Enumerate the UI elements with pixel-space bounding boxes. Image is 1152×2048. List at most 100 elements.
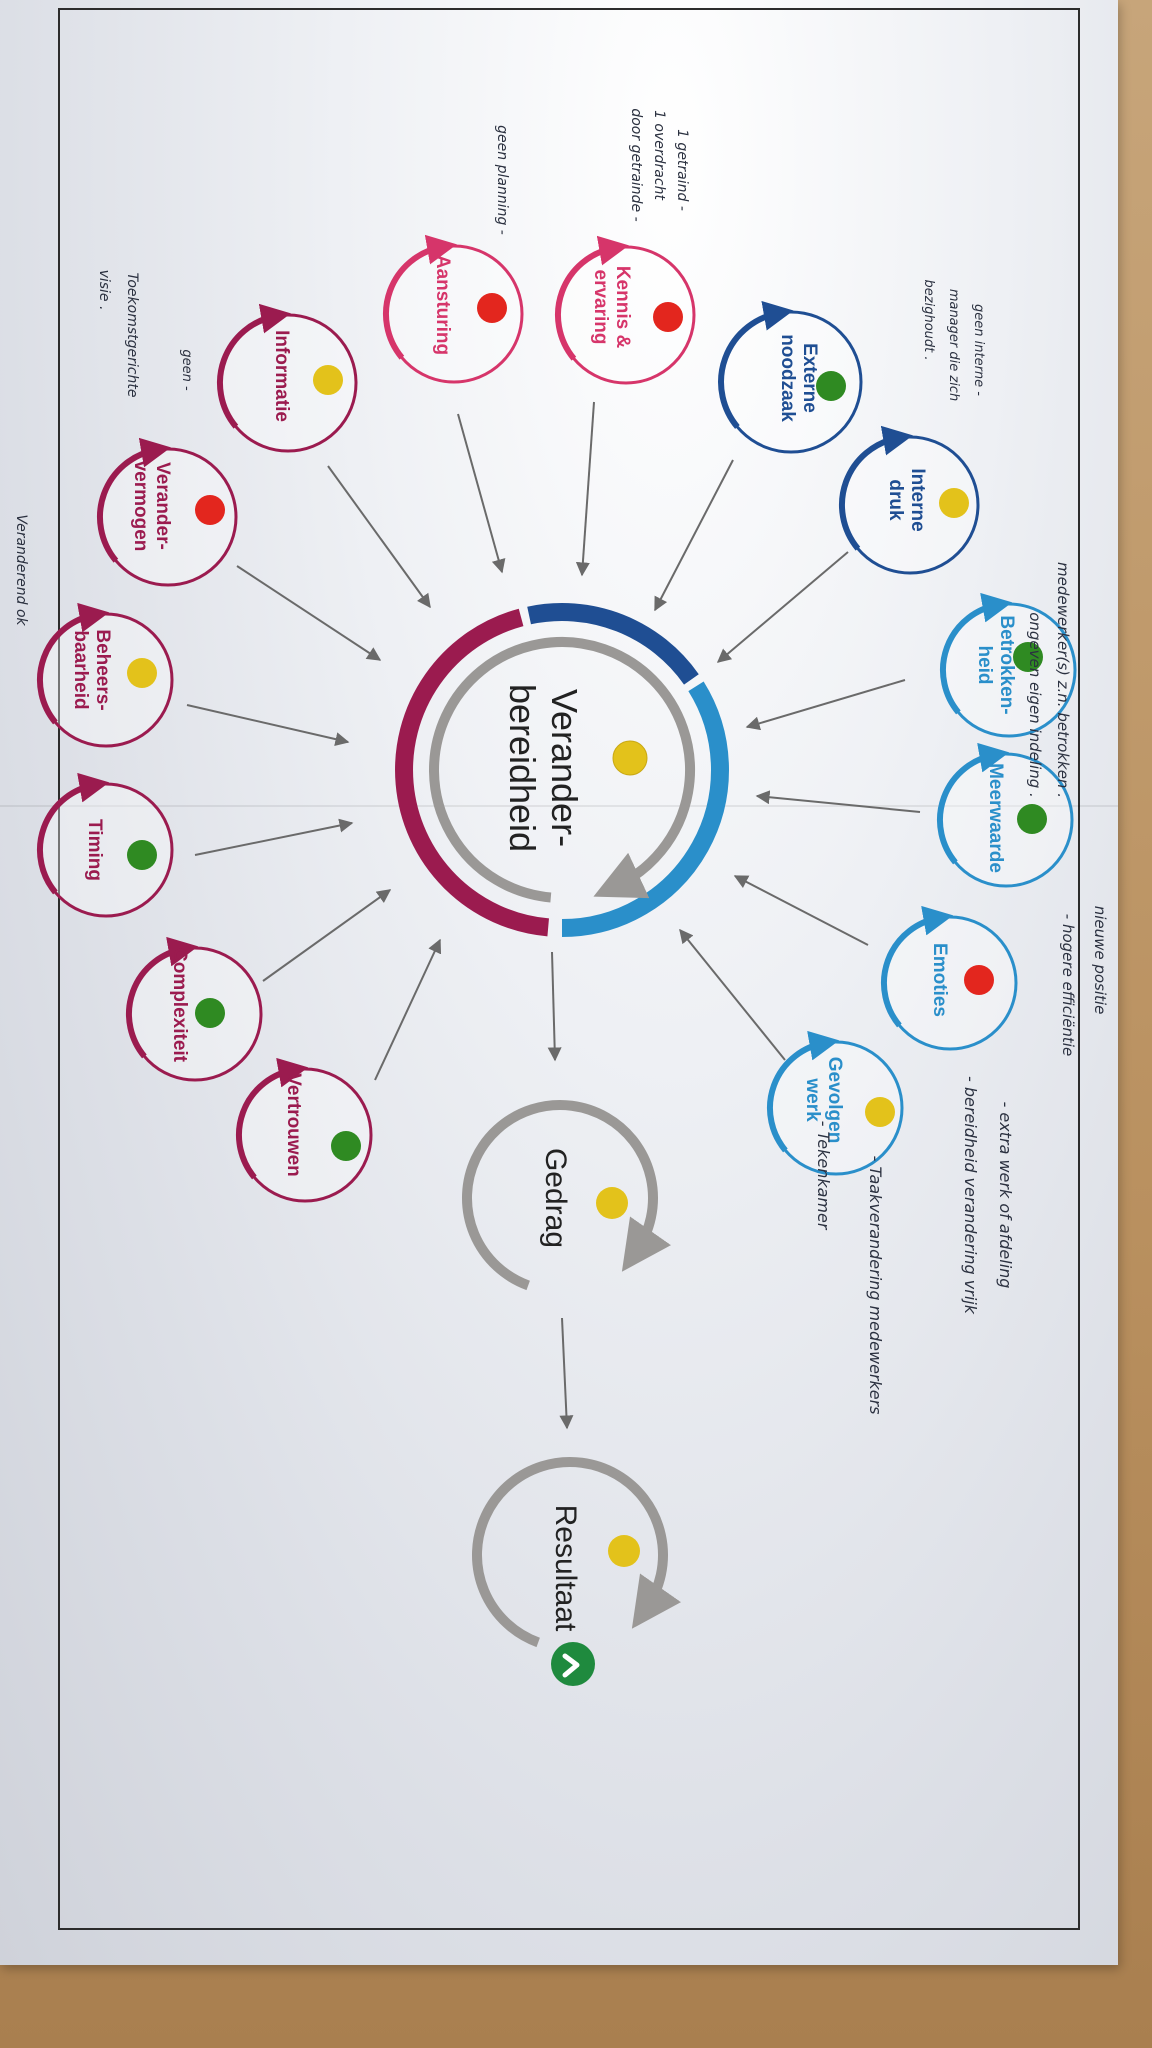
arrow-9 — [236, 565, 382, 661]
center-label-line2: bereidheid — [502, 684, 543, 852]
annotation-meerwaarde-1: nieuwe positie — [1091, 906, 1109, 1015]
arrow-0 — [654, 459, 734, 612]
node-label-emoties-0: Emoties — [929, 943, 950, 1017]
center-ring-lightblue — [561, 681, 729, 937]
status-dot-emoties — [964, 965, 994, 995]
annotation-kennis-1: 1 getraind - — [674, 129, 690, 211]
annotation-meerwaarde-2: - hogere efficiëntie — [1059, 914, 1077, 1056]
resultaat-ring — [472, 1457, 681, 1648]
annotation-top-2: ongeven eigen indeling . — [1026, 612, 1044, 798]
arrow-7 — [457, 413, 506, 574]
node-label-externe-noodzaak-1: noodzaak — [777, 334, 798, 422]
annotation-emoties-1: - extra werk of afdeling — [996, 1102, 1015, 1289]
center-verandereidheid-node: Verander- bereidheid — [395, 603, 729, 937]
node-label-beheersbaarheid-1: baarheid — [70, 630, 91, 709]
status-dot-informatie — [313, 365, 343, 395]
node-beheersbaarheid: Beheers-baarheid — [36, 602, 174, 748]
node-label-kennis-ervaring-1: ervaring — [590, 270, 611, 345]
annotation-kennis-2: 1 overdracht — [651, 110, 667, 200]
node-arrow-beheersbaarheid — [36, 602, 110, 725]
node-arrow-complexiteit — [125, 936, 199, 1059]
node-betrokkenheid: Betrokken-heid — [939, 592, 1077, 738]
gedrag-ring — [462, 1100, 671, 1291]
node-vertrouwen: Vertrouwen — [235, 1057, 373, 1203]
status-dot-gevolgen-werk — [865, 1097, 895, 1127]
arrow-4 — [733, 875, 869, 946]
node-label-aansturing-0: Aansturing — [432, 255, 453, 355]
status-dot-complexiteit — [195, 998, 225, 1028]
arrow-10 — [186, 704, 350, 747]
node-informatie: Informatie — [216, 303, 358, 453]
node-aansturing: Aansturing — [382, 234, 524, 384]
arrow-5 — [679, 928, 786, 1061]
node-arrow-vertrouwen — [235, 1057, 309, 1180]
resultaat-label: Resultaat — [549, 1505, 582, 1632]
arrow-11 — [194, 818, 354, 856]
annotation-vermogen-3: visie . — [96, 270, 112, 311]
node-arrow-betrokkenheid — [939, 592, 1013, 715]
node-kennis-ervaring: Kennis &ervaring — [554, 235, 696, 385]
node-label-externe-noodzaak-0: Externe — [799, 343, 820, 413]
resultaat-node: Resultaat — [472, 1457, 681, 1686]
arrow-2 — [745, 679, 906, 731]
center-label-line1: Verander- — [544, 689, 585, 847]
annotation-interne-3: bezighoudt . — [921, 280, 936, 361]
node-label-kennis-ervaring-0: Kennis & — [612, 266, 633, 349]
factor-nodes: ExternenoodzaakInternedrukBetrokken-heid… — [36, 234, 1077, 1203]
center-ring-blue — [527, 603, 699, 685]
node-arrow-timing — [36, 772, 110, 895]
node-arrow-gevolgen-werk — [766, 1030, 840, 1153]
gedrag-label: Gedrag — [539, 1148, 572, 1248]
node-arrow-verandervermogen — [96, 437, 171, 563]
node-arrow-informatie — [216, 303, 291, 429]
annotation-emoties-2: - bereidheid verandering vrijk — [961, 1076, 980, 1315]
annotation-vermogen-2: Toekomstgerichte — [124, 273, 140, 398]
poster-border — [58, 8, 1080, 1930]
annotation-vermogen-1: geen - — [179, 349, 194, 391]
node-label-betrokkenheid-1: heid — [974, 645, 995, 684]
center-status-dot — [612, 740, 648, 776]
arrow-6 — [575, 401, 595, 577]
node-label-informatie-0: Informatie — [271, 330, 292, 422]
arrow-15 — [559, 1317, 574, 1430]
status-dot-timing — [127, 840, 157, 870]
status-dot-beheersbaarheid — [127, 658, 157, 688]
node-arrow-kennis-ervaring — [554, 235, 629, 361]
annotation-interne-1: geen interne - — [971, 304, 986, 396]
status-dot-aansturing — [477, 293, 507, 323]
arrow-13 — [374, 938, 442, 1081]
node-arrow-aansturing — [382, 234, 457, 360]
node-label-interne-druk-0: Interne — [907, 468, 928, 531]
arrow-8 — [327, 465, 431, 609]
status-dot-kennis-ervaring — [653, 302, 683, 332]
arrow-12 — [262, 889, 392, 982]
node-label-complexiteit-0: Complexiteit — [169, 948, 190, 1063]
arrow-1 — [716, 551, 849, 663]
center-inner-grey-arrow — [429, 636, 695, 903]
node-arrow-interne-druk — [838, 425, 913, 551]
status-dot-interne-druk — [939, 488, 969, 518]
status-dot-vertrouwen — [331, 1131, 361, 1161]
node-label-interne-druk-1: druk — [885, 479, 906, 521]
annotation-gevolgen-2: - Tekenkamer — [814, 1121, 833, 1231]
gedrag-status-dot — [596, 1187, 628, 1219]
arrow-14 — [547, 951, 562, 1062]
node-label-meerwaarde-0: Meerwaarde — [985, 763, 1006, 873]
arrows-layer — [186, 401, 921, 1430]
node-label-gevolgen-werk-0: Gevolgen — [824, 1057, 845, 1144]
status-dot-verandervermogen — [195, 495, 225, 525]
annotation-aansturing-1: geen planning - — [494, 125, 510, 235]
node-label-vertrouwen-0: Vertrouwen — [283, 1073, 304, 1176]
node-label-beheersbaarheid-0: Beheers- — [92, 629, 113, 710]
node-complexiteit: Complexiteit — [125, 936, 263, 1082]
node-label-verandervermogen-1: vermogen — [130, 461, 151, 552]
annotation-top-1: medewerker(s) z.n. betrokken . — [1054, 562, 1072, 798]
node-label-betrokkenheid-0: Betrokken- — [996, 615, 1017, 714]
arrow-3 — [755, 790, 921, 813]
status-dot-betrokkenheid — [1013, 642, 1043, 672]
node-arrow-externe-noodzaak — [718, 300, 794, 429]
annotation-interne-2: manager die zich — [946, 289, 961, 401]
